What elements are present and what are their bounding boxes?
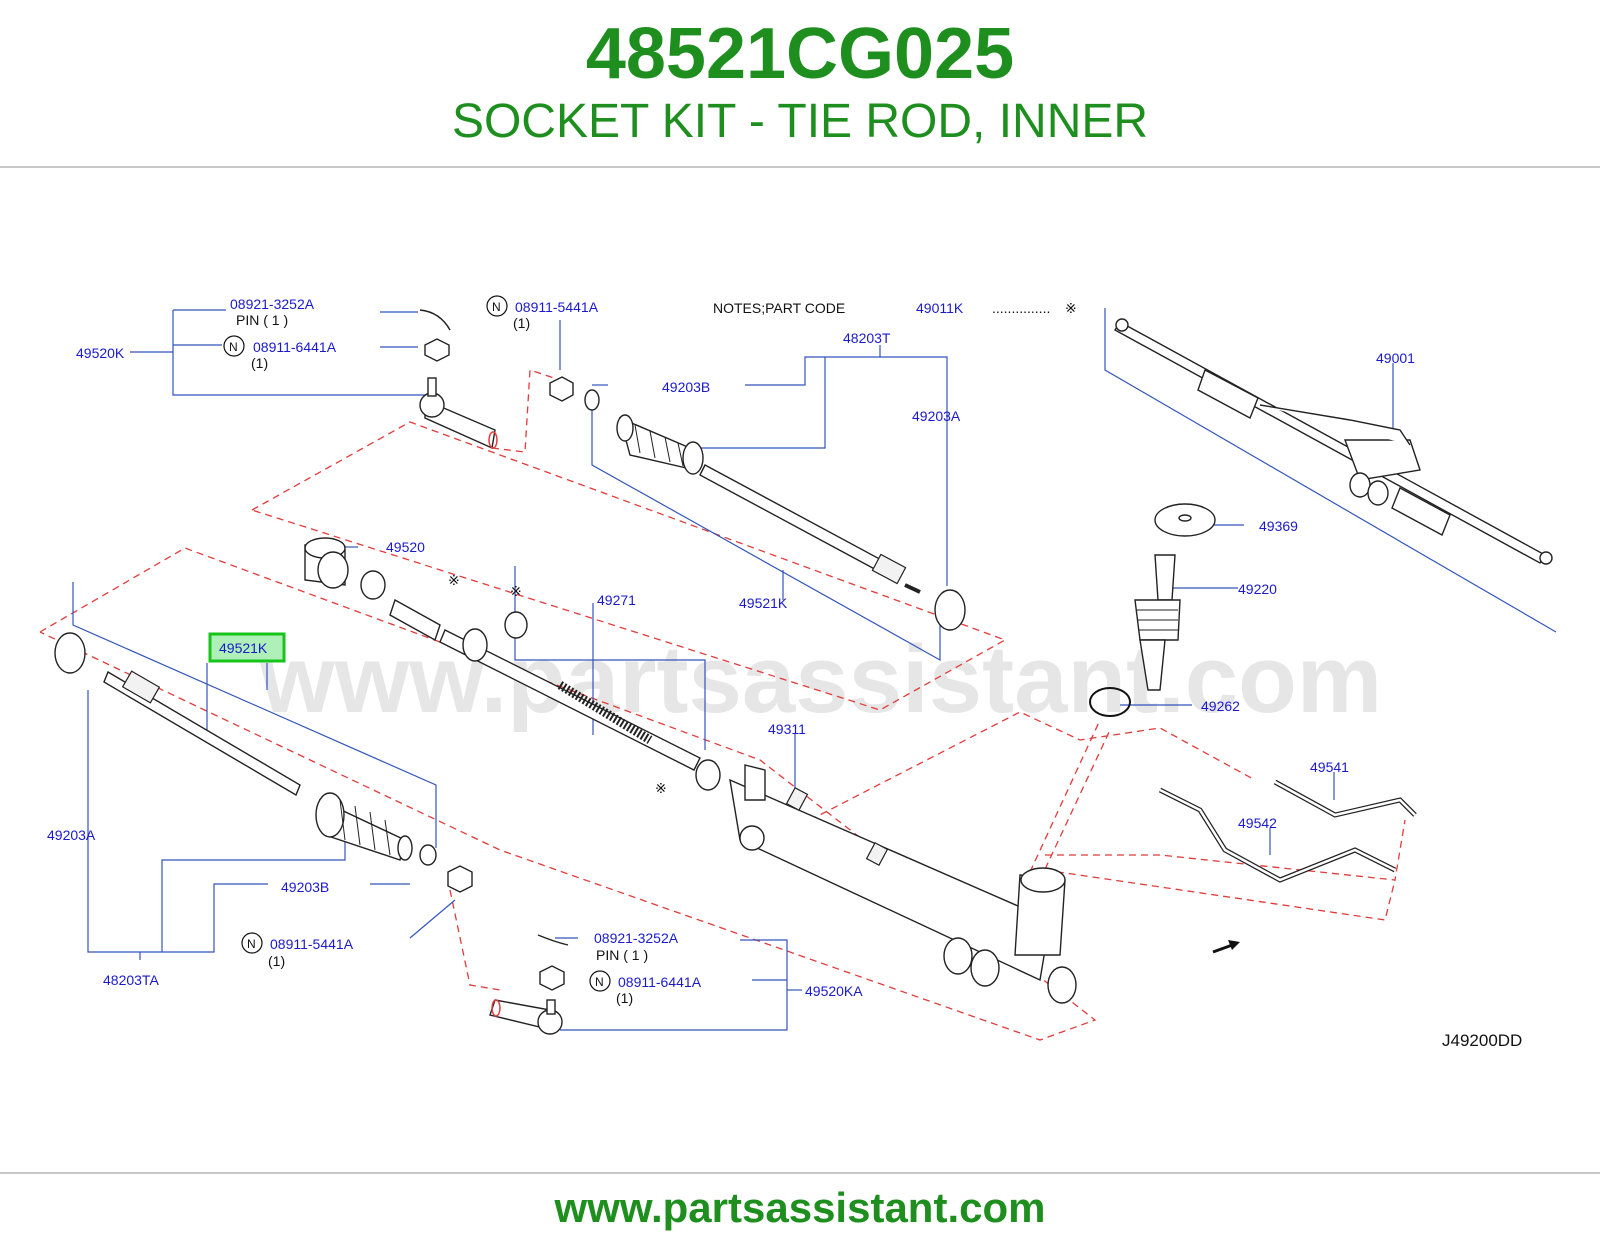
label-49203B-bottom: 49203B xyxy=(281,879,329,895)
label-49203B-top: 49203B xyxy=(662,379,710,395)
boot-clamp-ring-left xyxy=(54,632,86,674)
leader-lines xyxy=(72,308,1557,1031)
label-qty-5441-bottom: (1) xyxy=(268,953,285,969)
nut-top-left xyxy=(424,338,450,362)
label-49541: 49541 xyxy=(1310,759,1349,775)
label-08921-bottom: 08921-3252A xyxy=(594,930,679,946)
cotter-pin-bottom xyxy=(537,934,569,946)
page-header: 48521CG025 SOCKET KIT - TIE ROD, INNER xyxy=(0,0,1600,168)
n-symbol-top-5441: N xyxy=(486,295,508,317)
label-49520KA: 49520KA xyxy=(805,983,863,999)
inner-tie-rod-left xyxy=(103,670,301,797)
label-49521K-right: 49521K xyxy=(739,595,788,611)
label-49369: 49369 xyxy=(1259,518,1298,534)
part-name-subtitle: SOCKET KIT - TIE ROD, INNER xyxy=(451,95,1149,148)
label-49001: 49001 xyxy=(1376,350,1415,366)
steering-gear-housing xyxy=(729,764,1077,1004)
label-49271: 49271 xyxy=(597,592,636,608)
label-49520K: 49520K xyxy=(76,345,125,361)
label-49262: 49262 xyxy=(1201,698,1240,714)
n-symbol-bottom-5441: N xyxy=(241,932,263,954)
ref-mark-1: ※ xyxy=(448,572,460,588)
label-49311: 49311 xyxy=(768,721,806,737)
nut-bottom xyxy=(539,965,565,991)
seal-ring-left xyxy=(360,570,386,600)
label-08921-top: 08921-3252A xyxy=(230,296,315,312)
label-08911-5441-bottom: 08911-5441A xyxy=(270,936,354,952)
boot-clamp-top xyxy=(584,389,600,411)
hydraulic-tubes xyxy=(1158,779,1417,883)
label-pin-top: PIN ( 1 ) xyxy=(236,312,288,328)
svg-text:N: N xyxy=(492,300,501,314)
notes-code: 49011K xyxy=(916,300,964,316)
label-08911-6441-bottom: 08911-6441A xyxy=(618,974,702,990)
notes-dots: ............... xyxy=(992,300,1050,316)
ref-mark-2: ※ xyxy=(510,583,522,599)
nut-left xyxy=(447,865,473,893)
ref-mark-3: ※ xyxy=(655,780,667,796)
footer-divider xyxy=(0,1172,1600,1174)
part-number-title: 48521CG025 xyxy=(585,14,1015,94)
label-qty-6441-top: (1) xyxy=(251,355,268,371)
rack-assembly-complete xyxy=(1114,318,1553,565)
watermark: www.partsassistant.com xyxy=(259,626,1382,733)
nut-top-center xyxy=(549,376,574,402)
label-49520: 49520 xyxy=(386,539,425,555)
cotter-pin-top xyxy=(419,309,451,331)
label-qty-6441-bottom: (1) xyxy=(616,990,633,1006)
label-qty-5441-top: (1) xyxy=(513,315,530,331)
label-48203T: 48203T xyxy=(843,330,891,346)
boot-clamp-ring-right xyxy=(934,589,966,631)
svg-text:N: N xyxy=(247,937,256,951)
o-ring-49262 xyxy=(1089,687,1131,717)
label-08911-6441-top: 08911-6441A xyxy=(253,339,337,355)
notes-mark: ※ xyxy=(1065,300,1077,316)
label-pin-bottom: PIN ( 1 ) xyxy=(596,947,648,963)
rack-bushing xyxy=(304,537,349,589)
label-49521K-highlight: 49521K xyxy=(219,640,268,656)
assembly-outline-lines xyxy=(39,369,1406,1041)
notes-label: NOTES;PART CODE xyxy=(713,300,845,316)
diagram-code: J49200DD xyxy=(1442,1031,1522,1050)
n-symbol-bottom-6441: N xyxy=(589,970,611,992)
boot-clamp-left xyxy=(419,844,437,866)
footer-url[interactable]: www.partsassistant.com xyxy=(554,1184,1046,1231)
label-49220: 49220 xyxy=(1238,581,1277,597)
outer-tie-rod-end-bottom xyxy=(489,999,563,1035)
svg-text:N: N xyxy=(595,975,604,989)
outer-tie-rod-end-top xyxy=(419,377,498,450)
boot-left xyxy=(315,792,413,861)
part-labels: 49520K 08921-3252A PIN ( 1 ) 08911-6441A… xyxy=(47,296,1415,1006)
pinion-gear xyxy=(1134,554,1181,691)
inner-tie-rod-top xyxy=(699,464,921,594)
seal-ring-center xyxy=(504,611,528,639)
label-49203A-right: 49203A xyxy=(912,408,961,424)
highlighted-part-box xyxy=(208,632,286,663)
label-08911-5441-top: 08911-5441A xyxy=(515,299,599,315)
n-symbol-top-6441: N xyxy=(223,335,245,357)
direction-arrowhead xyxy=(1228,940,1240,950)
label-48203TA: 48203TA xyxy=(103,972,159,988)
svg-text:N: N xyxy=(229,340,238,354)
header-divider xyxy=(0,166,1600,168)
steering-rack xyxy=(389,598,701,771)
boot-top xyxy=(616,414,704,475)
label-49203A-left: 49203A xyxy=(47,827,96,843)
rack-end-seal xyxy=(695,759,721,791)
label-49542: 49542 xyxy=(1238,815,1277,831)
